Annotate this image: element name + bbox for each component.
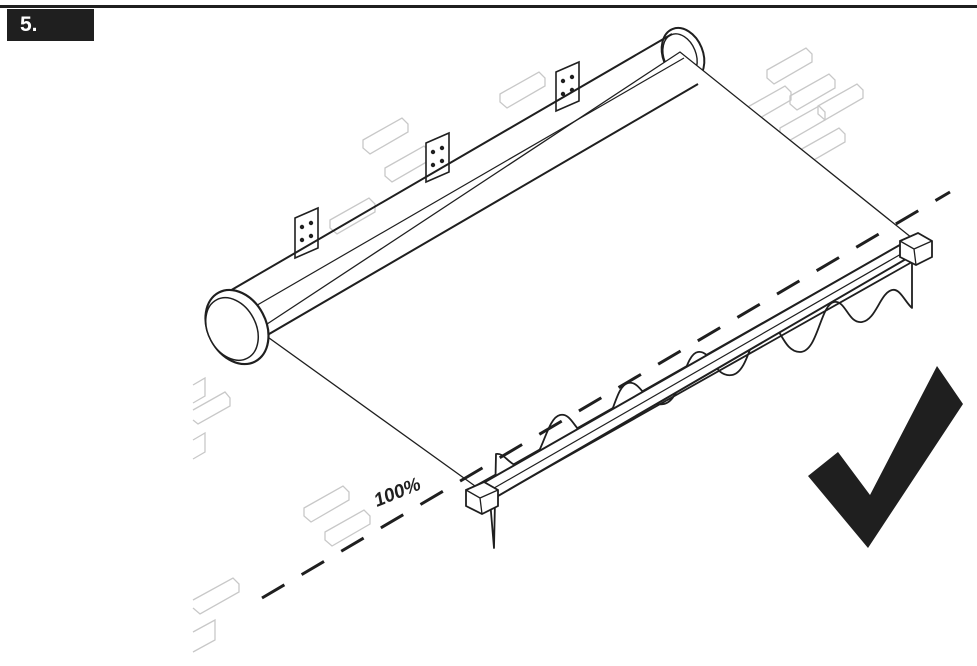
front-bar-end-cap-far bbox=[899, 231, 933, 267]
extension-percentage-label: 100% bbox=[371, 474, 424, 512]
step-number-badge: 5. bbox=[7, 9, 94, 41]
front-bar-end-cap-near bbox=[465, 480, 499, 516]
wall-bracket-2 bbox=[425, 131, 450, 184]
awning-fabric bbox=[256, 51, 914, 487]
roller-cassette bbox=[227, 33, 699, 345]
top-rule bbox=[0, 5, 977, 8]
checkmark-icon bbox=[808, 366, 963, 548]
wall-bracket-3 bbox=[555, 60, 580, 113]
wall-bracket-1 bbox=[294, 206, 319, 260]
extension-guide-line bbox=[261, 190, 951, 600]
cassette-end-cap-near bbox=[204, 288, 270, 366]
